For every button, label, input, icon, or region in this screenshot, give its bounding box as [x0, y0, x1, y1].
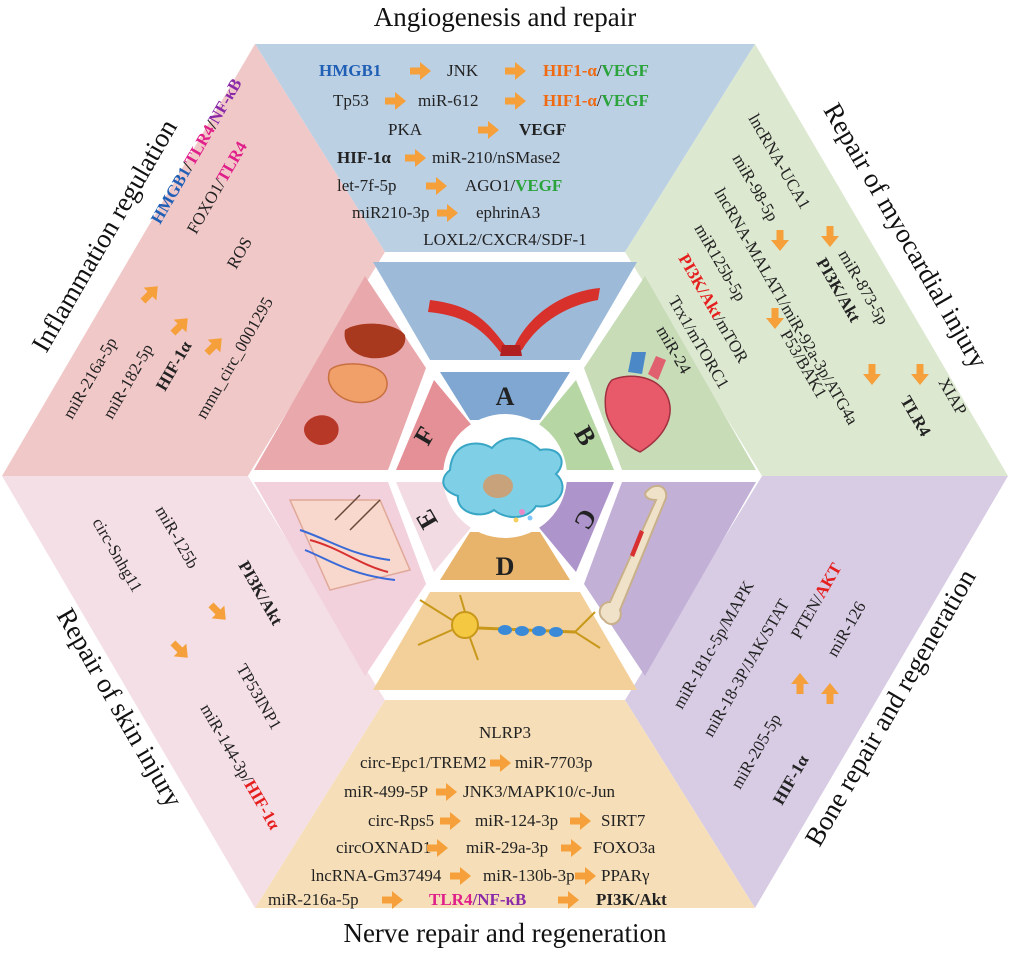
pathway-label: miR-210/nSMase2 — [432, 148, 560, 167]
pathway-label: NLRP3 — [479, 723, 531, 742]
pathway-label: AGO1/VEGF — [465, 176, 562, 195]
sector-bottom-nerve — [255, 700, 755, 908]
sector-top-angiogenesis — [255, 44, 755, 252]
sector-left-bottom-skin — [2, 476, 385, 908]
pathway-label: miR-130b-3p — [483, 866, 575, 885]
pathway-label: miR-7703p — [515, 753, 592, 772]
pathway-label: miR-29a-3p — [466, 838, 548, 857]
pathway-label: HMGB1 — [319, 61, 381, 80]
pathway-label: miR-499-5P — [344, 782, 428, 801]
title-angiogenesis: Angiogenesis and repair — [374, 2, 636, 32]
pathway-label: VEGF — [519, 120, 566, 139]
pathway-label: ephrinA3 — [476, 203, 540, 222]
pathway-label: FOXO3a — [593, 838, 656, 857]
pathway-label: circ-Epc1/TREM2 — [360, 753, 487, 772]
sector-right-bottom-bone — [625, 476, 1008, 908]
heart-illustration — [604, 352, 671, 453]
sector-left-top-inflammation — [2, 44, 385, 476]
bone-illustration — [598, 484, 668, 626]
sector-right-top-myocardial — [625, 44, 1008, 476]
pathway-label: miR-612 — [418, 91, 478, 110]
pathway-label: LOXL2/CXCR4/SDF-1 — [423, 230, 586, 249]
middle-sector-right-bottom — [584, 482, 756, 676]
pathway-label: circOXNAD1 — [336, 838, 431, 857]
middle-sector-top — [373, 262, 637, 360]
letter-sector-d — [440, 532, 570, 580]
angiogenesis-pathways: HMGB1 JNK HIF1-α/VEGF Tp53 miR-612 HIF1-… — [319, 61, 649, 249]
neuron-illustration — [417, 594, 601, 661]
organs-illustration — [304, 323, 406, 446]
pathway-label: HIF1-α/VEGF — [543, 61, 649, 80]
pathway-label: PPARγ — [601, 866, 650, 885]
pathway-label: miR210-3p — [352, 203, 429, 222]
pathway-label: let-7f-5p — [337, 176, 396, 195]
skin-illustration — [288, 494, 412, 591]
pathway-label: miR-124-3p — [475, 811, 558, 830]
middle-sector-bottom — [373, 592, 637, 690]
pathway-label: PKA — [388, 120, 423, 139]
pathway-label: miR-216a-5p — [268, 890, 359, 909]
pathway-label: PI3K/Akt — [596, 890, 667, 909]
stem-cell-illustration — [442, 414, 567, 538]
pathway-label: HIF-1α — [337, 148, 391, 167]
pathway-label: HIF1-α/VEGF — [543, 91, 649, 110]
pathway-label: TLR4/NF-κB — [429, 890, 526, 909]
letter-d: D — [496, 552, 515, 581]
pathway-label: circ-Rps5 — [368, 811, 434, 830]
pathway-label: SIRT7 — [601, 811, 646, 830]
letter-sector-a — [440, 372, 570, 420]
pathway-label: Tp53 — [333, 91, 369, 110]
pathway-label: lncRNA-Gm37494 — [311, 866, 442, 885]
pathway-label: JNK — [447, 61, 479, 80]
nerve-pathways: NLRP3 circ-Epc1/TREM2 miR-7703p miR-499-… — [268, 723, 667, 909]
title-nerve: Nerve repair and regeneration — [343, 918, 667, 948]
blood-vessel-illustration — [428, 288, 600, 356]
pathway-label: JNK3/MAPK10/c-Jun — [463, 782, 616, 801]
letter-a: A — [496, 382, 515, 411]
